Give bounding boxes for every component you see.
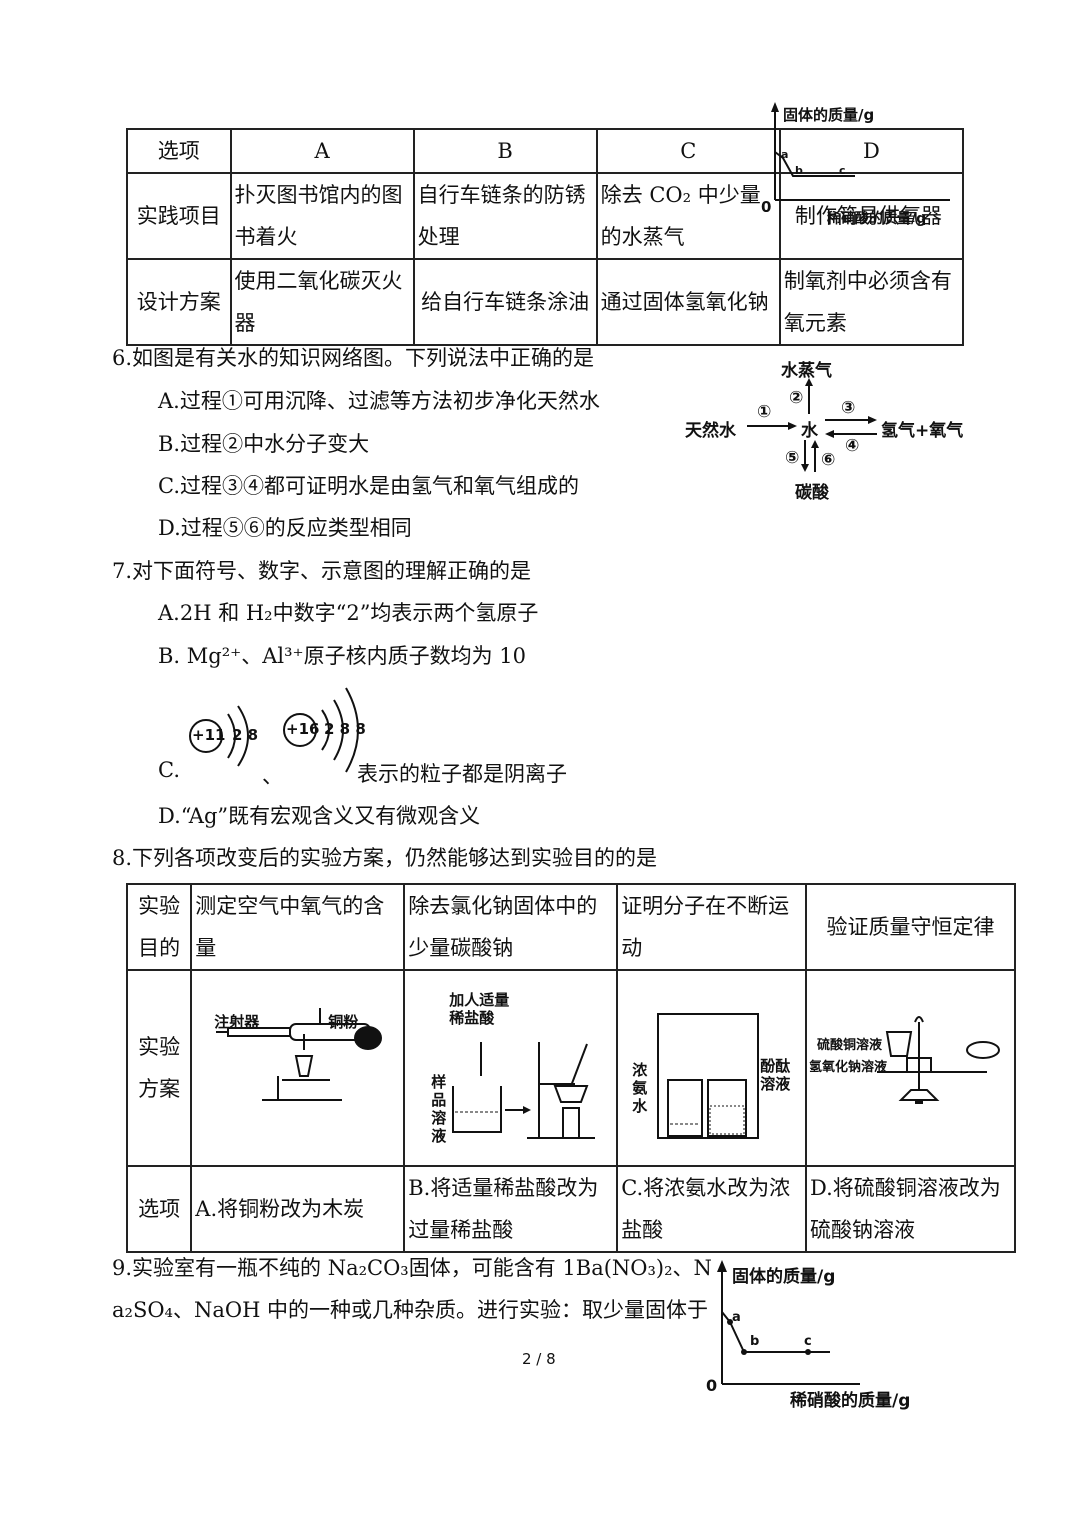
table-cell: 制作简易供氧器	[778, 172, 965, 260]
large-graph-origin: 0	[706, 1376, 718, 1395]
label-syringe: 注射器	[214, 1013, 260, 1031]
page-number: 2 / 8	[522, 1350, 556, 1368]
large-graph: 固体的质量/g 0 稀硝酸的质量/g a b c	[700, 1256, 950, 1416]
q9-line-2: a₂SO₄、NaOH 中的一种或几种杂质。进行实验：取少量固体于	[112, 1298, 709, 1322]
q6-option-b: B.过程②中水分子变大	[158, 432, 370, 456]
label-add-hcl: 加人适量稀盐酸	[449, 991, 510, 1027]
q7-option-c-label: C.	[158, 758, 180, 782]
option-cell: B.将适量稀盐酸改为过量稀盐酸	[403, 1165, 619, 1253]
table-header-cell: C	[595, 128, 781, 174]
label-phenolphthalein: 酚酞溶液	[760, 1057, 791, 1093]
apparatus-4-drawing	[877, 1016, 1001, 1104]
atom1-shells: 2 8	[232, 726, 259, 744]
atom1-nucleus: +11	[192, 726, 226, 744]
diagram-step-1: ①	[757, 402, 772, 422]
apparatus-3: 浓氨水 酚酞溶液	[616, 969, 808, 1167]
purpose-cell: 测定空气中氧气的含量	[190, 883, 406, 971]
label-copper-sulfate: 硫酸铜溶液	[817, 1038, 883, 1053]
large-graph-ylabel: 固体的质量/g	[732, 1267, 836, 1287]
label-sample-solution: 样品溶液	[431, 1073, 447, 1145]
large-graph-axes	[717, 1260, 860, 1385]
table-cell: 通过固体氢氧化钠	[595, 258, 781, 346]
q7-option-c-separator: 、	[262, 764, 283, 788]
table-header-cell: A	[229, 128, 415, 174]
q7-option-a: A.2H 和 H₂中数字“2”均表示两个氢原子	[158, 601, 539, 625]
label-copper-powder: 铜粉	[328, 1013, 359, 1031]
point-b-marker	[741, 1349, 747, 1355]
point-c-marker	[805, 1349, 811, 1355]
table-cell: 扑灭图书馆内的图书着火	[229, 172, 415, 260]
large-graph-point-b: b	[750, 1334, 760, 1349]
q6-stem: 6.如图是有关水的知识网络图。下列说法中正确的是	[112, 346, 595, 370]
diagram-step-6: ⑥	[821, 450, 836, 470]
q9-line-1: 9.实验室有一瓶不纯的 Na₂CO₃固体，可能含有 1Ba(NO₃)₂、N	[112, 1256, 712, 1280]
large-graph-point-c: c	[804, 1334, 812, 1349]
q6-option-d: D.过程⑤⑥的反应类型相同	[158, 516, 412, 540]
purpose-cell: 除去氯化钠固体中的少量碳酸钠	[403, 883, 619, 971]
point-a-marker	[727, 1319, 733, 1325]
table-cell: 除去 CO₂ 中少量的水蒸气	[595, 172, 781, 260]
apparatus-2: 加人适量稀盐酸 样品溶液	[403, 969, 619, 1167]
diagram-right-label: 氢气+氧气	[881, 421, 964, 441]
diagram-bottom-label: 碳酸	[795, 483, 829, 503]
q7-option-d: D.“Ag”既有宏观含义又有微观含义	[158, 804, 481, 828]
water-network-diagram: 水蒸气 天然水 水 氢气+氧气 碳酸 ① ② ③ ④ ⑤ ⑥	[685, 352, 975, 503]
option-cell: D.将硫酸铜溶液改为硫酸钠溶液	[805, 1165, 1016, 1253]
q7-stem: 7.对下面符号、数字、示意图的理解正确的是	[112, 559, 532, 583]
apparatus-4: 硫酸铜溶液 氢氧化钠溶液	[805, 969, 1016, 1167]
q7-option-b: B. Mg²⁺、Al³⁺原子核内质子数均为 10	[158, 644, 527, 668]
row-label: 实践项目	[126, 172, 232, 260]
table-q5: 选项 A B C D 实践项目 扑灭图书馆内的图书着火 自行车链条的防锈处理 除…	[126, 128, 965, 346]
q6-option-c: C.过程③④都可证明水是由氢气和氧气组成的	[158, 474, 579, 498]
apparatus-1: 注射器 铜粉	[190, 969, 406, 1167]
diagram-top-label: 水蒸气	[781, 361, 832, 381]
purpose-cell: 验证质量守恒定律	[805, 883, 1016, 971]
atom2-shells: 2 8 8	[324, 720, 366, 738]
table-q8: 实验目的 测定空气中氧气的含量 除去氯化钠固体中的少量碳酸钠 证明分子在不断运动…	[125, 883, 1016, 1253]
table-header-cell: D	[778, 128, 965, 174]
row-label-purpose: 实验目的	[125, 883, 193, 971]
diagram-step-5: ⑤	[785, 448, 800, 468]
q8-stem: 8.下列各项改变后的实验方案，仍然能够达到实验目的的是	[112, 846, 658, 870]
atom2-nucleus: +16	[286, 720, 320, 738]
table-cell: 自行车链条的防锈处理	[412, 172, 598, 260]
row-label-plan: 实验方案	[125, 969, 193, 1167]
atom-diagram-sodium: +11 2 8	[186, 688, 276, 778]
table-cell: 使用二氧化碳灭火器	[229, 258, 415, 346]
q6-option-a: A.过程①可用沉降、过滤等方法初步净化天然水	[158, 389, 600, 413]
option-cell: C.将浓氨水改为浓盐酸	[616, 1165, 808, 1253]
apparatus-3-drawing	[657, 1013, 760, 1139]
row-label: 设计方案	[126, 258, 232, 346]
large-graph-xlabel: 稀硝酸的质量/g	[790, 1391, 911, 1411]
diagram-step-3: ③	[841, 398, 856, 418]
table-header-cell: 选项	[126, 128, 232, 174]
q7-option-c-text: 表示的粒子都是阴离子	[357, 762, 567, 786]
diagram-step-2: ②	[789, 388, 804, 408]
diagram-left-label: 天然水	[685, 421, 736, 441]
option-cell: A.将铜粉改为木炭	[190, 1165, 406, 1253]
large-graph-point-a: a	[732, 1310, 741, 1325]
water-network-arrows	[747, 378, 877, 472]
diagram-step-4: ④	[845, 436, 860, 456]
table-header-cell: B	[412, 128, 598, 174]
row-label-option: 选项	[125, 1165, 193, 1253]
table-cell: 制氧剂中必须含有氧元素	[778, 258, 965, 346]
purpose-cell: 证明分子在不断运动	[616, 883, 808, 971]
apparatus-2-drawing	[452, 1042, 596, 1139]
label-ammonia: 浓氨水	[632, 1061, 648, 1115]
small-graph-ylabel: 固体的质量/g	[783, 106, 875, 124]
diagram-center-label: 水	[801, 421, 818, 441]
table-cell: 给自行车链条涂油	[412, 258, 598, 346]
atom-diagram-sulfur: +16 2 8 8	[280, 680, 390, 780]
apparatus-1-drawing	[216, 1008, 383, 1101]
label-sodium-hydroxide: 氢氧化钠溶液	[809, 1060, 888, 1075]
